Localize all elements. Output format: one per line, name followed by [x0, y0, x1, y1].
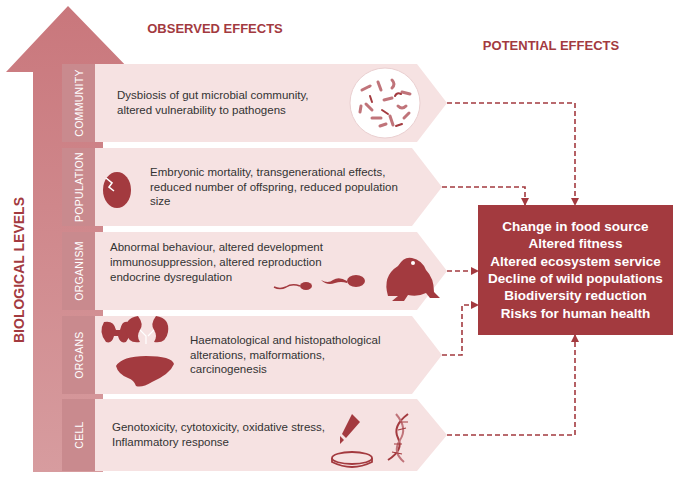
level-name: ORGANISM: [73, 241, 85, 301]
effect-item: Altered ecosystem service: [490, 253, 660, 270]
band-shape: [62, 399, 447, 471]
cell-icons: [332, 414, 408, 467]
level-name: COMMUNITY: [73, 69, 85, 136]
level-band: COMMUNITY Dysbiosis of gut microbial comm…: [62, 64, 447, 142]
effect-text: Embryonic mortality, transgenerational e…: [150, 165, 420, 210]
effect-item: Biodiversity reduction: [504, 287, 647, 304]
effect-item: Change in food source: [502, 218, 648, 235]
effect-item: Risks for human health: [501, 305, 650, 322]
effect-text: Genotoxicity, cytotoxicity, oxidative st…: [112, 420, 342, 450]
effect-text: Haematological and histopathological alt…: [190, 333, 385, 378]
level-band: POPULATION Embryonic mortality, transgene…: [62, 148, 442, 226]
level-name: POPULATION: [73, 152, 85, 222]
effect-item: Altered fitness: [529, 235, 623, 252]
organ-icons: [101, 316, 174, 387]
effect-text: Abnormal behaviour, altered development …: [110, 240, 350, 285]
bacteria-icon: [350, 68, 420, 138]
level-name: CELL: [73, 421, 85, 448]
effect-item: Decline of wild populations: [488, 270, 663, 287]
effect-text: Dysbiosis of gut microbial community, al…: [117, 88, 337, 118]
dashed-connector: [447, 103, 575, 205]
dashed-connector: [447, 270, 478, 272]
organism-icons: [274, 258, 440, 301]
effects-box: Change in food sourceAltered fitnessAlte…: [478, 205, 673, 335]
dashed-connector: [447, 335, 575, 435]
egg-icon: [103, 172, 131, 208]
level-band: ORGANS Haematological and histopathologic…: [62, 316, 442, 394]
level-band: CELL Genotoxicity, cytotoxicity, oxidativ…: [62, 399, 447, 471]
dashed-connector: [442, 187, 525, 205]
axis-label: BIOLOGICAL LEVELS: [11, 197, 27, 343]
column-header: POTENTIAL EFFECTS: [483, 38, 619, 53]
dashed-connector: [442, 305, 478, 355]
band-shape: [62, 64, 447, 142]
level-band: ORGANISM Abnormal behaviour, altered deve…: [62, 232, 447, 310]
level-name: ORGANS: [73, 331, 85, 378]
column-header: OBSERVED EFFECTS: [147, 21, 283, 36]
